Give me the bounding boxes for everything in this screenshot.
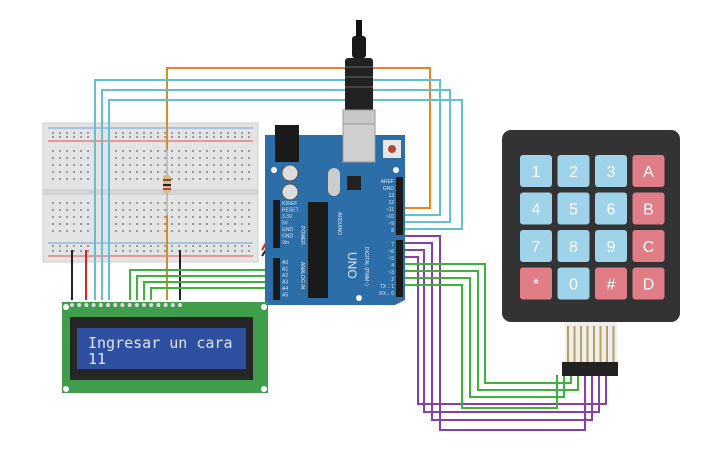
digital-pin-label: 13 (388, 193, 394, 199)
svg-text:5: 5 (569, 202, 578, 219)
lcd-line-1: Ingresar un cara (88, 334, 233, 352)
wires[interactable] (71, 67, 607, 431)
digital-pin-label: ~3 (388, 270, 394, 276)
svg-text:0: 0 (569, 277, 578, 294)
breadboard[interactable] (42, 122, 259, 263)
digital-pin-label: 7 (391, 242, 394, 248)
keypad-key-5[interactable]: 5 (557, 192, 590, 225)
svg-text:B: B (643, 202, 654, 219)
analog-pin-label: A3 (282, 280, 288, 286)
arduino-model: UNO (345, 252, 359, 279)
svg-text:2: 2 (569, 164, 578, 181)
analog-pin-label: A2 (282, 273, 288, 279)
digital-pin-label: 2 (391, 277, 394, 283)
keypad-key-C[interactable]: C (632, 230, 665, 262)
digital-pin-label: ~11 (386, 207, 394, 213)
analog-pin-label: A0 (282, 260, 288, 266)
keypad-key-4[interactable]: 4 (520, 192, 552, 225)
resistor[interactable] (163, 150, 171, 215)
keypad-key-*[interactable]: * (520, 267, 552, 300)
svg-text:1: 1 (532, 164, 541, 181)
digital-pin-label: GND (383, 186, 395, 192)
keypad-key-9[interactable]: 9 (595, 230, 627, 262)
arduino-uno[interactable]: ARDUINO UNO POWER ANALOG IN DIGITAL (PWM… (265, 123, 405, 305)
digital-pin-label: TX→1 (380, 284, 394, 290)
keypad-key-7[interactable]: 7 (520, 230, 552, 262)
svg-text:#: # (607, 277, 616, 294)
digital-pin-label: 4 (391, 263, 394, 269)
digital-pin-label: 8 (391, 228, 394, 234)
keypad-key-8[interactable]: 8 (557, 230, 590, 262)
power-pin-label: Vin (282, 240, 289, 246)
digital-pin-label: 12 (388, 200, 394, 206)
keypad-key-D[interactable]: D (632, 267, 665, 300)
keypad-4x4[interactable]: 1 2 3 A 4 5 6 B 7 8 9 C * 0 # D (502, 130, 680, 376)
power-pin-label: GND (282, 227, 294, 233)
digital-label: DIGITAL (PWM~) (363, 247, 369, 286)
digital-pin-label: AREF (381, 179, 394, 185)
lcd-16x2[interactable]: Ingresar un cara 11 (62, 302, 268, 393)
keypad-key-3[interactable]: 3 (595, 155, 627, 187)
keypad-key-6[interactable]: 6 (595, 192, 627, 225)
keypad-key-2[interactable]: 2 (557, 155, 590, 187)
arduino-brand: ARDUINO (336, 212, 342, 235)
keypad-key-0[interactable]: 0 (557, 267, 590, 300)
svg-text:A: A (643, 164, 654, 181)
analog-pin-label: A5 (282, 293, 288, 299)
keypad-key-#[interactable]: # (595, 267, 627, 300)
analog-label: ANALOG IN (299, 262, 305, 290)
power-pin-label: RESET (282, 208, 299, 214)
svg-text:8: 8 (569, 239, 578, 256)
digital-pin-label: ~10 (386, 214, 395, 220)
analog-pin-label: A1 (282, 267, 288, 273)
digital-pin-label: ~6 (388, 249, 394, 255)
svg-text:C: C (643, 239, 655, 256)
power-label: POWER (299, 226, 305, 245)
keypad-key-B[interactable]: B (632, 192, 665, 225)
power-pin-label: 3.3V (282, 214, 293, 220)
analog-pin-label: A4 (282, 286, 288, 292)
svg-text:6: 6 (607, 202, 616, 219)
digital-pin-label: ~9 (388, 221, 394, 227)
svg-text:9: 9 (607, 239, 616, 256)
svg-text:3: 3 (607, 164, 616, 181)
svg-text:D: D (643, 277, 655, 294)
digital-pin-label: ~5 (388, 256, 394, 262)
keypad-key-1[interactable]: 1 (520, 155, 552, 187)
svg-text:4: 4 (532, 202, 541, 219)
keypad-key-A[interactable]: A (632, 155, 665, 187)
power-pin-label: IOREF (282, 201, 297, 207)
svg-text:*: * (533, 277, 539, 294)
power-pin-label: GND (282, 234, 294, 240)
svg-text:7: 7 (532, 239, 541, 256)
lcd-line-2: 11 (88, 350, 106, 368)
power-pin-label: 5V (282, 221, 289, 227)
digital-pin-label: RX←0 (379, 291, 394, 297)
